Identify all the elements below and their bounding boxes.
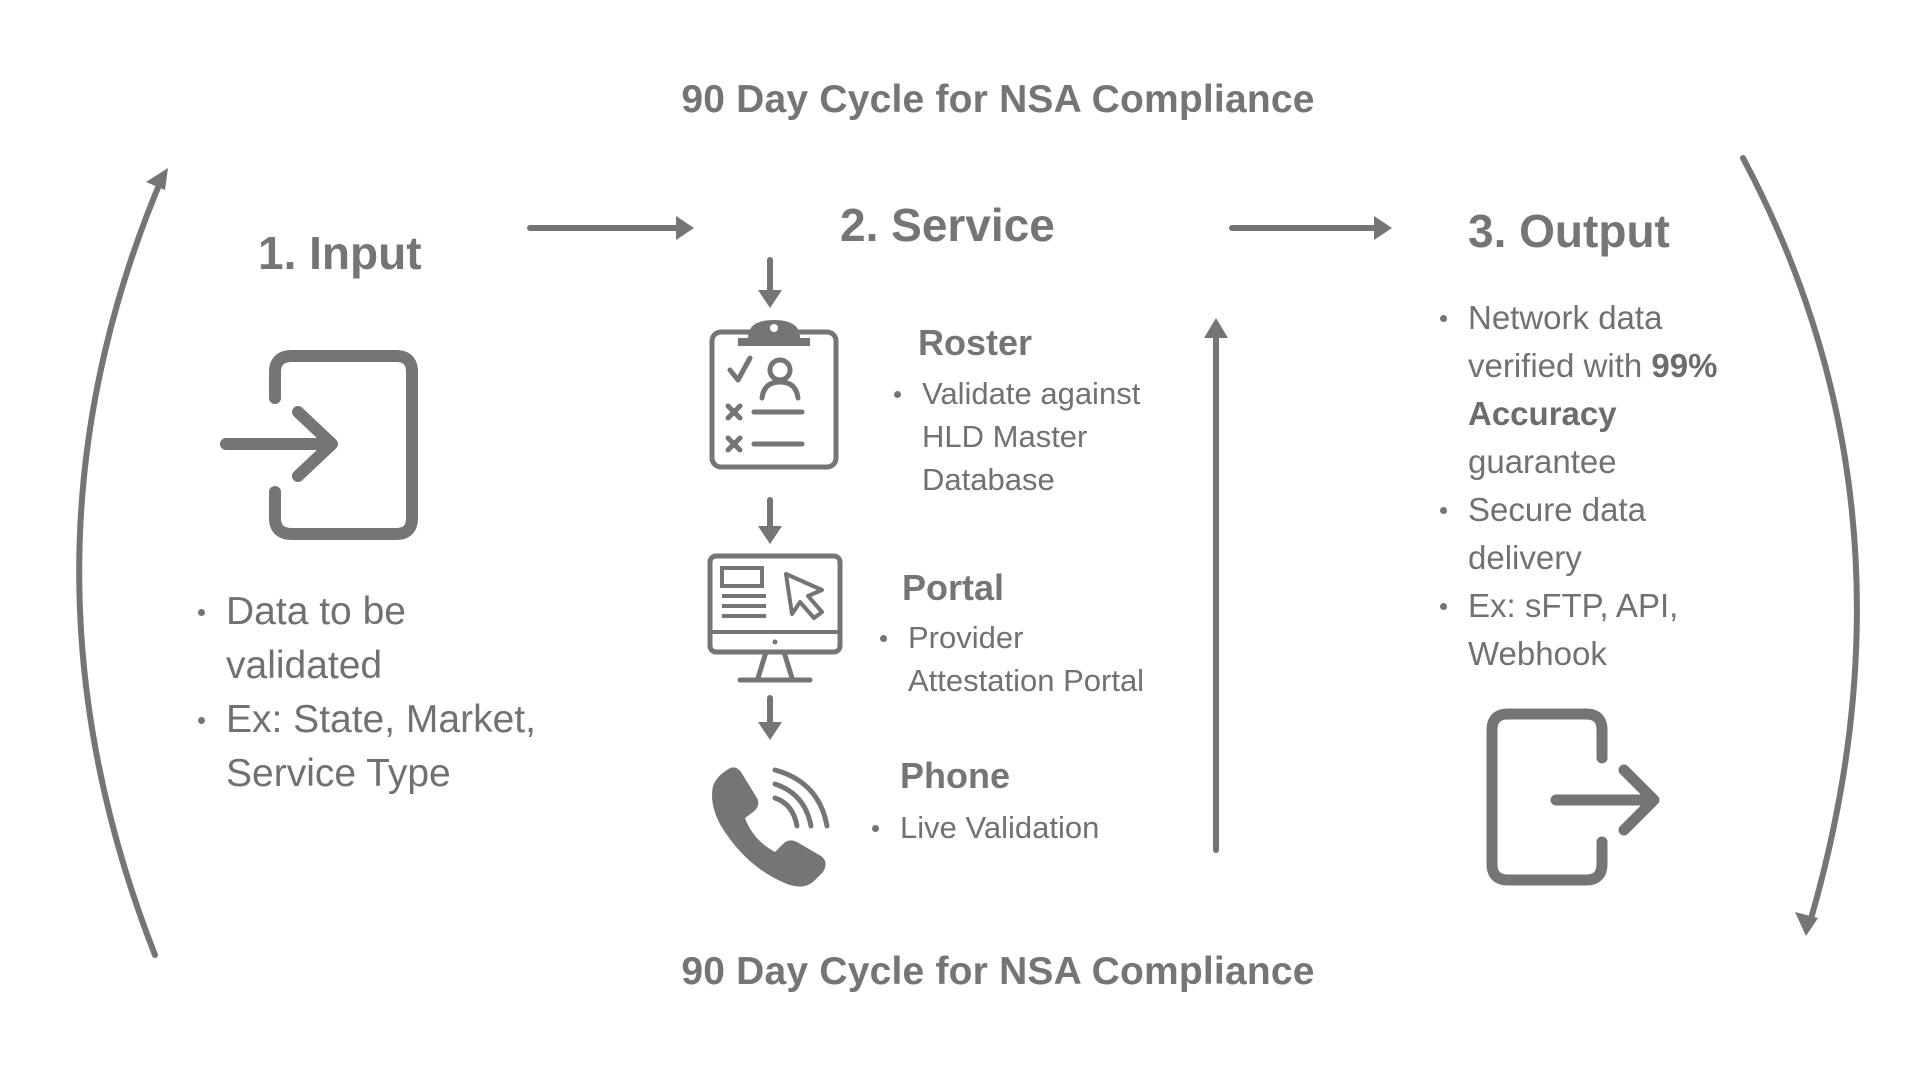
step-name-portal: Portal bbox=[902, 567, 1005, 608]
sign-out-icon bbox=[1484, 708, 1664, 886]
input-bullet: Data to be validated bbox=[190, 585, 556, 693]
portal-bullet: Provider Attestation Portal bbox=[872, 616, 1168, 702]
phone-bullets: Live Validation bbox=[864, 806, 1200, 849]
cycle-arc-right bbox=[1740, 155, 1860, 925]
input-bullet: Ex: State, Market, Service Type bbox=[190, 693, 556, 801]
input-heading: 1. Input bbox=[258, 227, 422, 279]
output-bullet: Ex: sFTP, API, Webhook bbox=[1432, 582, 1738, 678]
arrow-down-to-roster bbox=[758, 290, 782, 308]
step-name-phone: Phone bbox=[900, 755, 1011, 796]
output-bullet-text: Network data verified with bbox=[1468, 299, 1663, 384]
output-bullets: Network data verified with 99% Accuracy … bbox=[1432, 294, 1738, 678]
arrow-down-to-phone bbox=[758, 722, 782, 740]
output-bullet: Network data verified with 99% Accuracy … bbox=[1432, 294, 1738, 486]
cycle-arc-left-arrowhead bbox=[146, 168, 168, 190]
roster-bullets: Validate against HLD Master Database bbox=[886, 372, 1182, 501]
cycle-arc-left bbox=[76, 175, 165, 958]
clipboard-checklist-icon bbox=[706, 318, 842, 473]
portal-bullets: Provider Attestation Portal bbox=[872, 616, 1168, 702]
roster-bullet: Validate against HLD Master Database bbox=[886, 372, 1182, 501]
arrow-down-to-portal bbox=[758, 526, 782, 544]
accuracy-highlight: 99% Accuracy bbox=[1468, 347, 1718, 432]
output-heading: 3. Output bbox=[1468, 205, 1670, 257]
input-bullets: Data to be validated Ex: State, Market, … bbox=[190, 585, 556, 801]
monitor-cursor-icon bbox=[706, 552, 846, 687]
step-name-roster: Roster bbox=[918, 322, 1033, 363]
cycle-title-bottom: 90 Day Cycle for NSA Compliance bbox=[681, 950, 1315, 993]
sign-in-icon bbox=[220, 350, 420, 540]
cycle-title-top: 90 Day Cycle for NSA Compliance bbox=[681, 78, 1315, 121]
phone-bullet: Live Validation bbox=[864, 806, 1200, 849]
output-bullet-text: guarantee bbox=[1468, 443, 1617, 480]
service-heading: 2. Service bbox=[840, 199, 1055, 251]
cycle-arc-right-arrowhead bbox=[1795, 912, 1818, 936]
phone-call-icon bbox=[705, 760, 835, 890]
output-bullet: Secure data delivery bbox=[1432, 486, 1738, 582]
